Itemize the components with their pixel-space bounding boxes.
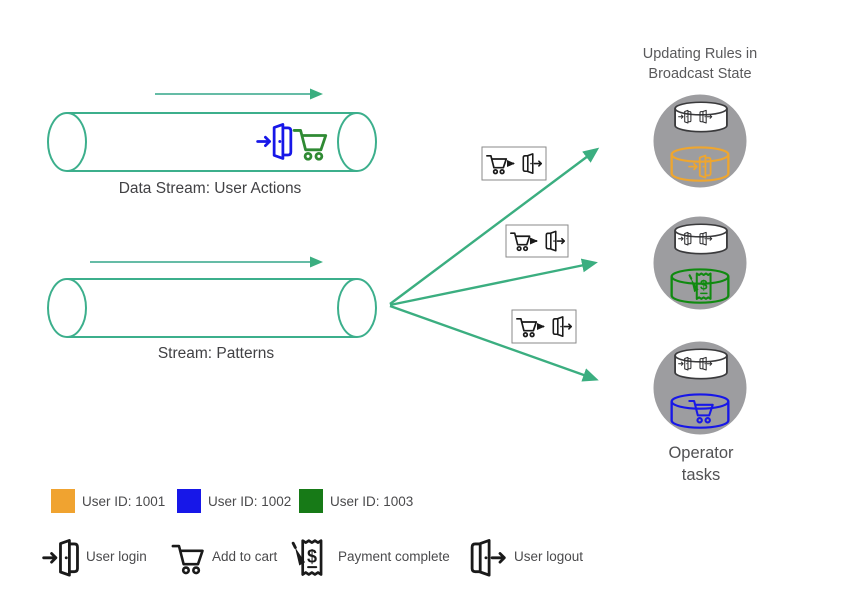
operator-task-2 xyxy=(653,216,747,310)
user-login-icon xyxy=(42,539,79,577)
add-to-cart-icon xyxy=(171,544,204,575)
operator-task-3 xyxy=(653,341,747,435)
user-1002-color-swatch xyxy=(177,489,201,513)
event-legend-user-login: User login xyxy=(86,549,147,564)
pattern-rule-box-3 xyxy=(511,309,577,344)
user-1003-color-swatch xyxy=(299,489,323,513)
event-legend-user-logout: User logout xyxy=(514,549,584,564)
user-legend-item-1002: User ID: 1002 xyxy=(177,489,291,513)
stream1-label: Data Stream: User Actions xyxy=(118,180,302,197)
operator-task-1 xyxy=(653,94,747,188)
add-to-cart-event-icon xyxy=(292,129,328,161)
event-legend-payment-complete: Payment complete xyxy=(338,549,450,564)
broadcast-fanout-arrows xyxy=(389,147,600,382)
user-legend-label: User ID: 1001 xyxy=(82,493,166,509)
pattern-rule-box-2 xyxy=(505,224,569,258)
user-legend-item-1001: User ID: 1001 xyxy=(51,489,165,513)
user-actions-stream-cylinder xyxy=(47,112,377,172)
broadcast-state-title: Updating Rules in Broadcast State xyxy=(642,46,758,83)
user-legend-label: User ID: 1003 xyxy=(330,493,414,509)
pattern-rule-box-1 xyxy=(481,146,547,181)
user-1001-color-swatch xyxy=(51,489,75,513)
event-legend-add-to-cart: Add to cart xyxy=(212,549,278,564)
user-legend-label: User ID: 1002 xyxy=(208,493,292,509)
user-login-event-icon xyxy=(256,123,293,160)
user-legend-item-1003: User ID: 1003 xyxy=(299,489,413,513)
user-logout-icon xyxy=(470,539,506,577)
operator-tasks-label: Operator tasks xyxy=(668,444,734,485)
patterns-stream-cylinder xyxy=(47,278,377,338)
stream2-label: Stream: Patterns xyxy=(157,345,275,362)
payment-complete-icon xyxy=(291,539,323,576)
